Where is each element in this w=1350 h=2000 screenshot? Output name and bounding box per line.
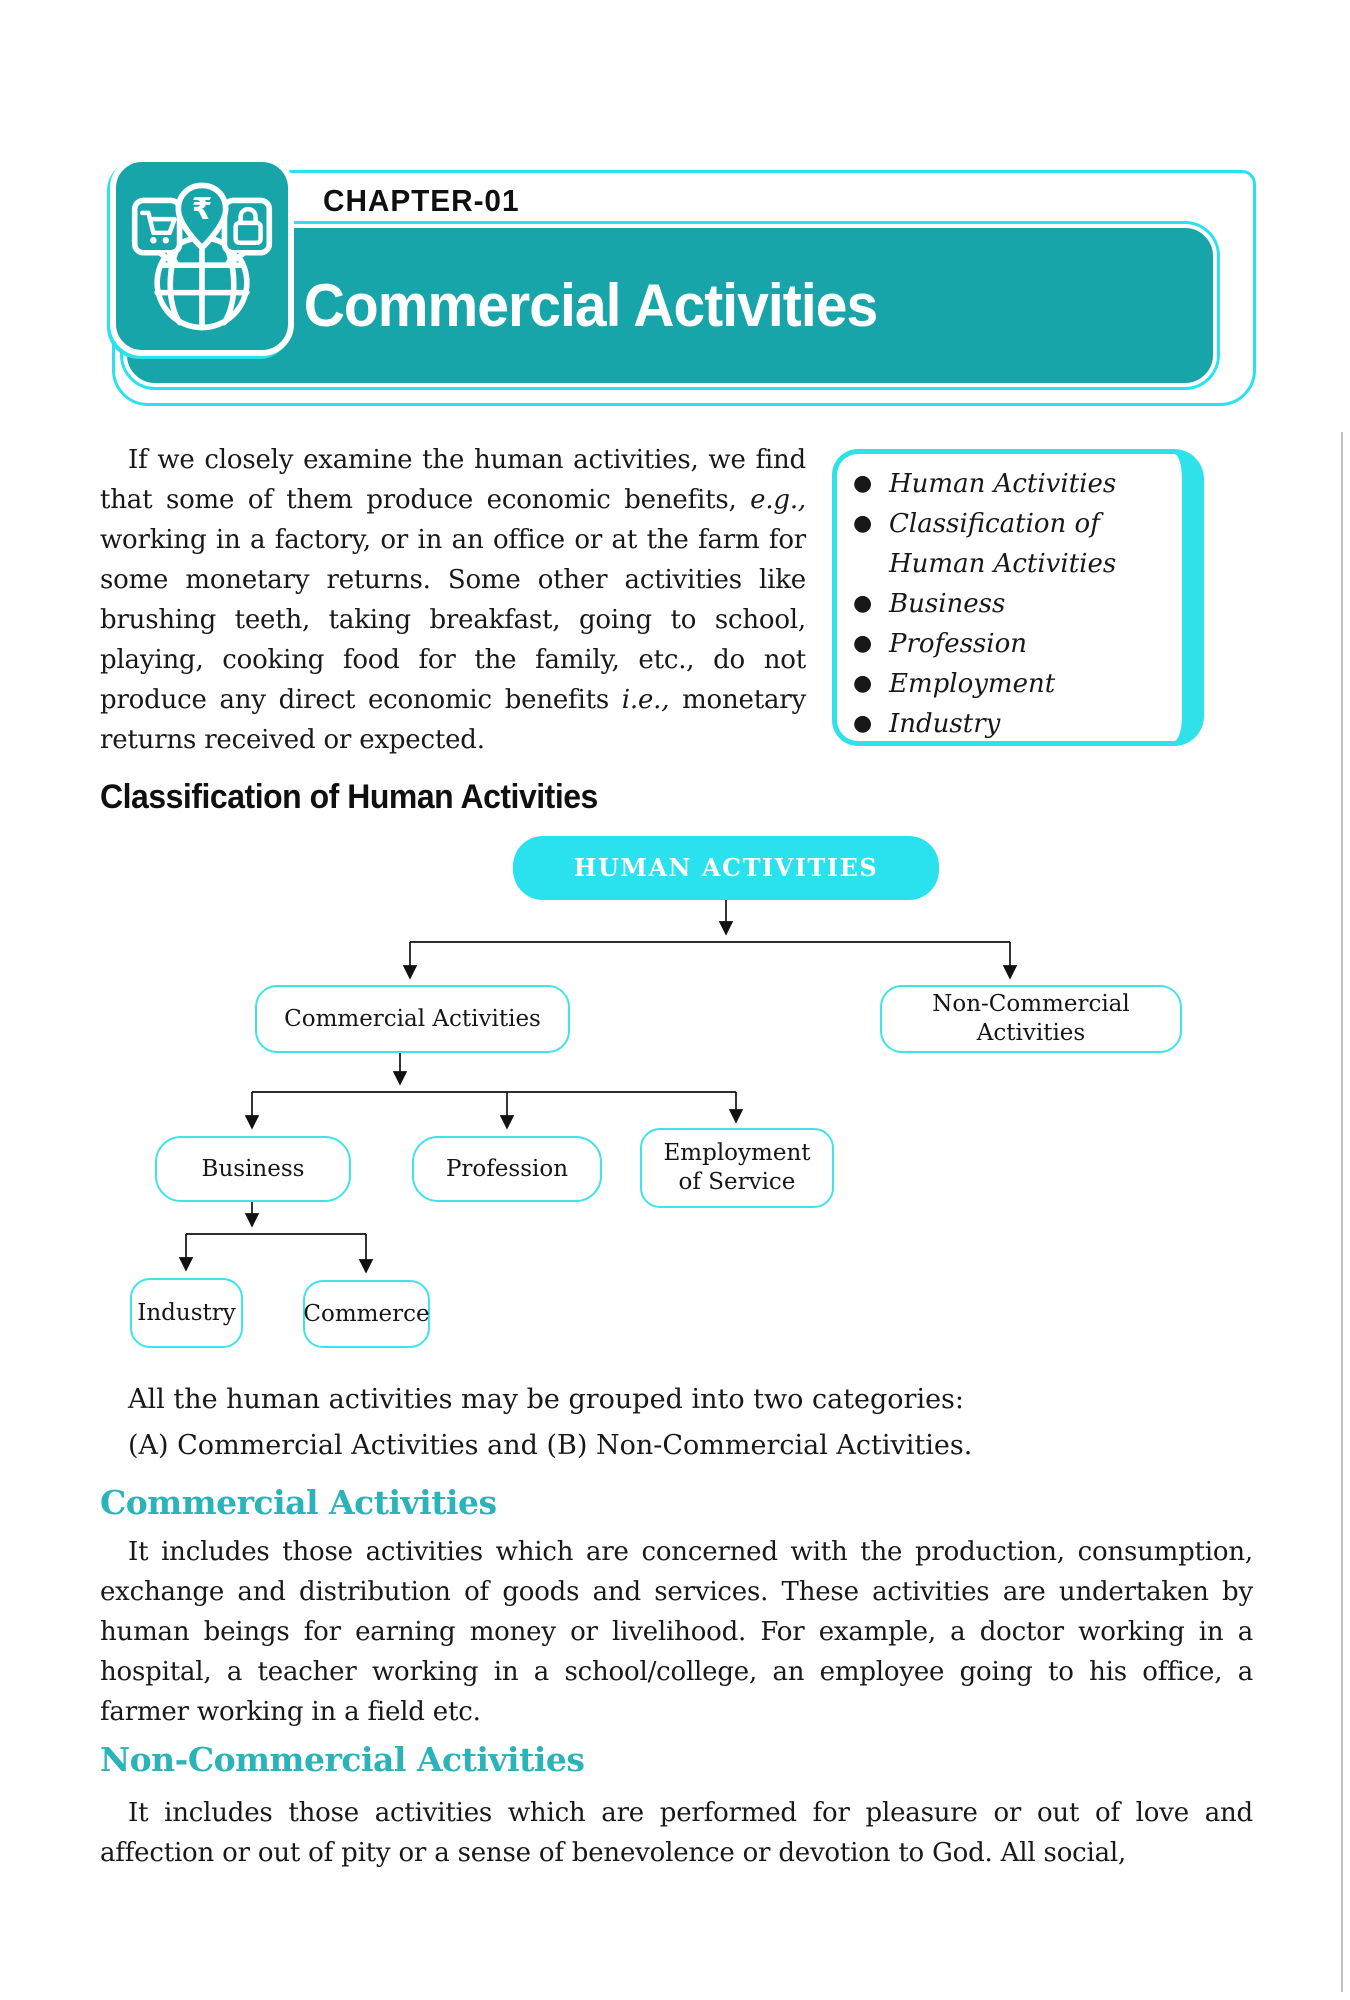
topic-item: ● Profession	[853, 624, 1176, 664]
intro-paragraph: If we closely examine the human activiti…	[100, 445, 806, 755]
commercial-activities-paragraph: It includes those activities which are c…	[100, 1537, 1253, 1727]
topics-list: ● Human Activities ● Classification of H…	[837, 454, 1182, 744]
diagram-node-commerce: Commerce	[303, 1280, 430, 1348]
grouping-sentence: All the human activities may be grouped …	[128, 1384, 965, 1415]
grouping-categories: (A) Commercial Activities and (B) Non-Co…	[128, 1430, 973, 1461]
heading-non-commercial-activities: Non-Commercial Activities	[100, 1740, 585, 1779]
diagram-node-profession: Profession	[412, 1136, 602, 1202]
chapter-title-band: Commercial Activities	[123, 224, 1217, 387]
diagram-node-commercial-activities: Commercial Activities	[255, 985, 570, 1053]
topic-item: ● Employment	[853, 664, 1176, 704]
topic-item: ● Industry	[853, 704, 1176, 744]
global-commerce-globe-icon: ₹	[127, 173, 277, 339]
header-frame: CHAPTER-01 Commercial Activities	[112, 170, 1256, 406]
diagram-node-industry: Industry	[130, 1278, 243, 1348]
diagram-connector-lines	[178, 900, 1018, 1274]
page-scan-edge	[1341, 432, 1343, 1992]
topic-item: ● Classification of Human Activities	[853, 504, 1176, 584]
bullet-icon: ●	[853, 471, 873, 496]
bullet-icon: ●	[853, 631, 873, 656]
chapter-icon-box: ₹	[110, 156, 294, 356]
diagram-node-human-activities: HUMAN ACTIVITIES	[513, 836, 939, 900]
section-heading-classification: Classification of Human Activities	[100, 778, 598, 816]
non-commercial-activities-paragraph: It includes those activities which are p…	[100, 1798, 1253, 1868]
heading-commercial-activities: Commercial Activities	[100, 1483, 497, 1522]
bullet-icon: ●	[853, 591, 873, 616]
chapter-number: CHAPTER-01	[323, 183, 520, 218]
bullet-icon: ●	[853, 671, 873, 696]
diagram-node-business: Business	[155, 1136, 351, 1202]
diagram-node-employment-of-service: Employment of Service	[640, 1128, 834, 1208]
topic-item: ● Human Activities	[853, 464, 1176, 504]
topics-box: ● Human Activities ● Classification of H…	[832, 449, 1204, 746]
bullet-icon: ●	[853, 711, 873, 736]
chapter-title: Commercial Activities	[303, 272, 878, 339]
bullet-icon: ●	[853, 511, 873, 536]
classification-diagram: HUMAN ACTIVITIES Commercial Activities N…	[75, 830, 1275, 1390]
diagram-node-non-commercial-activities: Non-Commercial Activities	[880, 985, 1182, 1053]
svg-text:₹: ₹	[192, 192, 213, 227]
topic-item: ● Business	[853, 584, 1176, 624]
